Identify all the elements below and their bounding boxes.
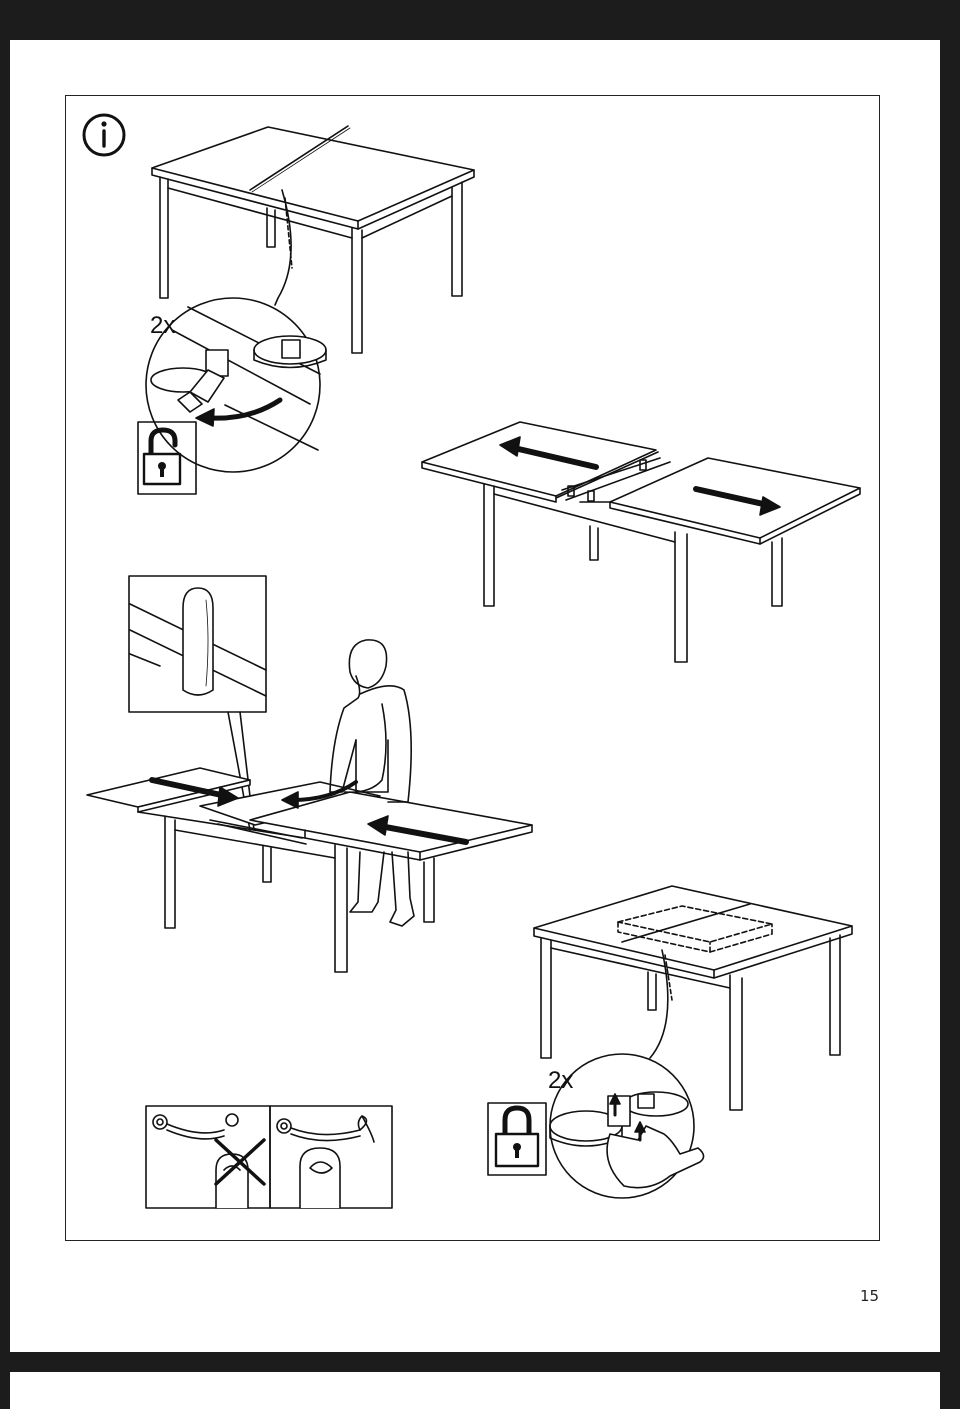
closed-table-top-left [151,125,475,354]
next-page-edge [10,1372,940,1409]
pin-detail-box [128,575,267,831]
unlocked-padlock-icon [137,421,197,495]
extended-table-right [421,421,861,663]
assembly-illustration [82,113,861,1209]
person-figure [329,639,415,927]
closed-table-bottom-right [533,885,853,1111]
step-frame [65,95,880,1241]
inserting-leaf-table [86,639,533,973]
correct-handling-box [269,1105,393,1209]
lock-count-label: 2x [548,1067,574,1094]
incorrect-handling-box [145,1105,271,1209]
locked-padlock-icon [487,1102,547,1176]
unlock-detail-circle [145,297,327,473]
instruction-page: 2x 2x 15 [10,40,940,1352]
lock-detail-circle [549,1053,705,1199]
unlock-count-label: 2x [150,312,176,339]
page-number: 15 [860,1287,880,1305]
info-icon [82,113,126,157]
